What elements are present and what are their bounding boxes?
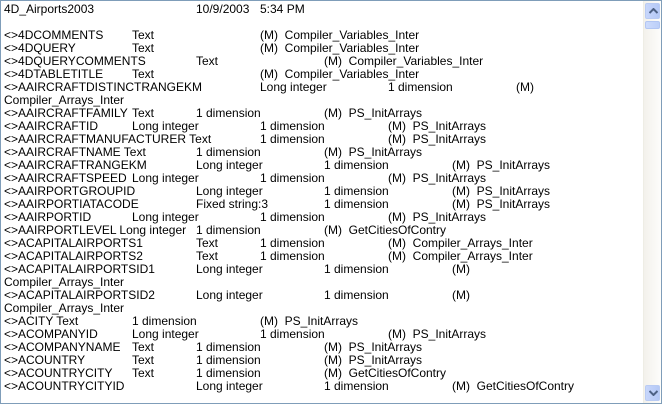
document-line: <>4DCOMMENTS Text (M) Compiler_Variables… (4, 28, 420, 42)
document-line: <>AAIRCRAFTID Long integer 1 dimension (… (4, 119, 487, 133)
document-line: <>AAIRCRAFTFAMILY Text 1 dimension (M) P… (4, 106, 423, 120)
document-line: <>AAIRPORTIATACODE Fixed string:3 1 dime… (4, 197, 551, 211)
document-line: <>4DQUERY Text (M) Compiler_Variables_In… (4, 41, 420, 55)
document-line: <>ACOUNTRYCITY Text 1 dimension (M) GetC… (4, 366, 447, 380)
chevron-down-icon (649, 390, 658, 396)
document-line: Compiler_Arrays_Inter (4, 93, 125, 107)
document-line: <>AAIRCRAFTRANGEKM Long integer 1 dimens… (4, 158, 551, 172)
document-line: <>4DTABLETITLE Text (M) Compiler_Variabl… (4, 67, 420, 81)
document-line: <>AAIRCRAFTDISTINCTRANGEKM Long integer … (4, 80, 534, 94)
document-line: <>ACOMPANYNAME Text 1 dimension (M) PS_I… (4, 340, 423, 354)
scrollbar-thumb[interactable] (645, 21, 660, 29)
document-line: <>ACAPITALAIRPORTSID1 Long integer 1 dim… (4, 262, 470, 276)
document-line: <>ACOUNTRY Text 1 dimension (M) PS_InitA… (4, 353, 423, 367)
vertical-scrollbar[interactable] (643, 1, 661, 403)
document-line: <>ACAPITALAIRPORTS2 Text 1 dimension (M)… (4, 249, 533, 263)
document-line: Compiler_Arrays_Inter (4, 275, 125, 289)
document-line: <>ACOUNTRYCITYID Long integer 1 dimensio… (4, 379, 575, 393)
document-text[interactable]: 4D_Airports2003 10/9/2003 5:34 PM <>4DCOM… (4, 3, 644, 393)
document-line: <>4DQUERYCOMMENTS Text (M) Compiler_Vari… (4, 54, 484, 68)
document-line: <>ACAPITALAIRPORTS1 Text 1 dimension (M)… (4, 236, 533, 250)
document-line: <>ACOMPANYID Long integer 1 dimension (M… (4, 327, 487, 341)
scroll-down-button[interactable] (645, 385, 660, 401)
document-line: <>ACAPITALAIRPORTSID2 Long integer 1 dim… (4, 288, 470, 302)
document-line: <>ACITY Text 1 dimension (M) PS_InitArra… (4, 314, 359, 328)
document-line: <>AAIRCRAFTSPEED Long integer 1 dimensio… (4, 171, 487, 185)
document-line: Compiler_Arrays_Inter (4, 301, 125, 315)
document-line: <>AAIRPORTLEVEL Long integer 1 dimension… (4, 223, 447, 237)
document-line: 4D_Airports2003 10/9/2003 5:34 PM (4, 2, 305, 16)
chevron-up-icon (649, 8, 658, 14)
document-line: <>AAIRPORTID Long integer 1 dimension (M… (4, 210, 487, 224)
document-line: <>AAIRCRAFTMANUFACTURER Text 1 dimension… (4, 132, 487, 146)
document-line: <>AAIRPORTGROUPID Long integer 1 dimensi… (4, 184, 551, 198)
document-line: <>AAIRCRAFTNAME Text 1 dimension (M) PS_… (4, 145, 423, 159)
scroll-up-button[interactable] (645, 3, 660, 19)
